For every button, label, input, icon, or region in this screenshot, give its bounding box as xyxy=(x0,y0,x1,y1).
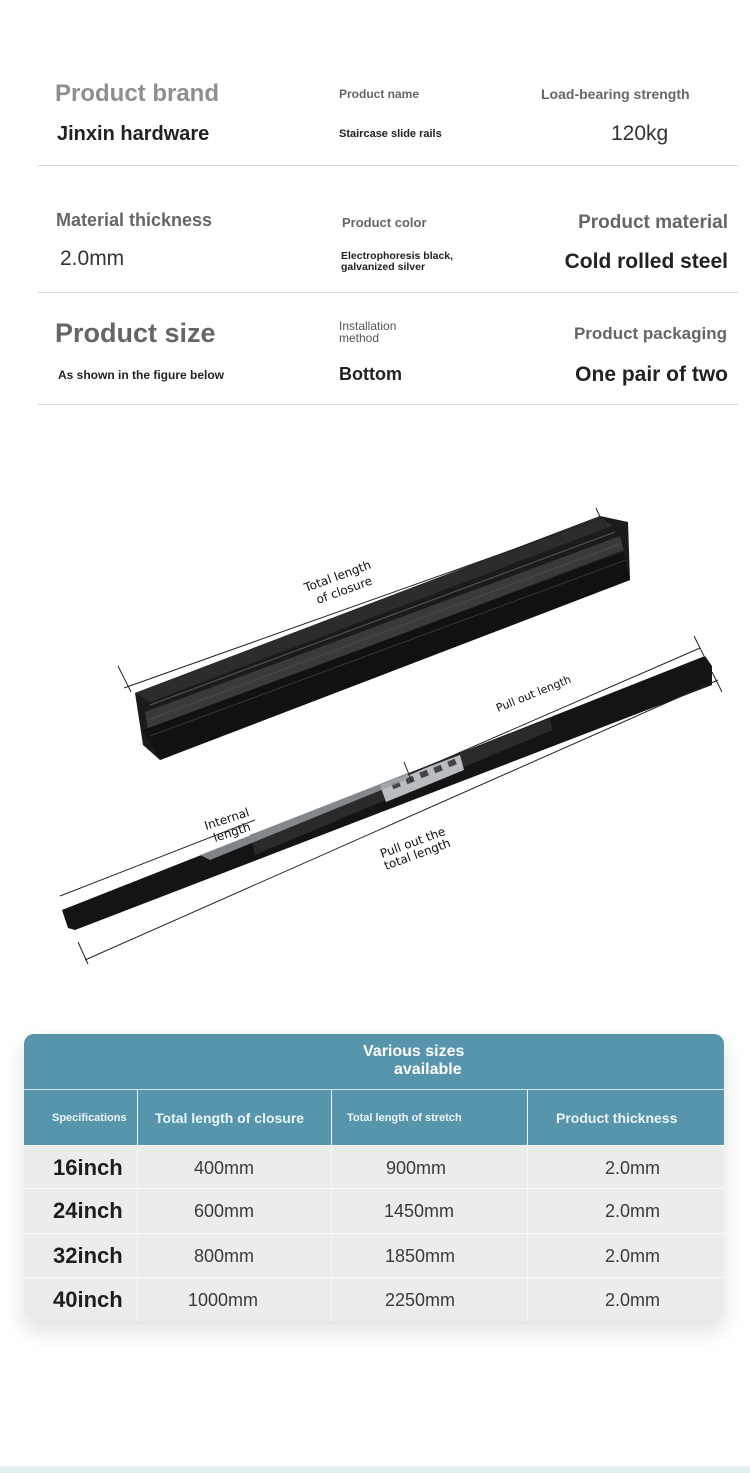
table-row: 32inch 800mm 1850mm 2.0mm xyxy=(24,1233,724,1277)
slide-rail-diagram: Total length of closure Pull out length … xyxy=(59,507,723,965)
cell-spec: 40inch xyxy=(53,1287,123,1312)
table-row: 16inch 400mm 900mm 2.0mm xyxy=(24,1145,724,1189)
cell-thickness: 2.0mm xyxy=(605,1245,661,1266)
closed-rail-image xyxy=(135,516,630,760)
label-installation-line1: Installation xyxy=(339,319,397,333)
label-product-packaging: Product packaging xyxy=(573,324,727,343)
cell-stretch: 1850mm xyxy=(385,1245,456,1266)
cell-thickness: 2.0mm xyxy=(605,1200,661,1221)
value-material-thickness: 2.0mm xyxy=(60,247,125,270)
table-row: 40inch 1000mm 2250mm 2.0mm xyxy=(24,1277,724,1321)
cell-stretch: 900mm xyxy=(386,1157,447,1178)
value-product-color: Electrophoresis black, galvanized silver xyxy=(341,251,453,273)
value-product-material: Cold rolled steel xyxy=(564,250,728,273)
label-load-bearing: Load-bearing strength xyxy=(541,86,690,102)
value-product-color-line1: Electrophoresis black, xyxy=(341,250,454,262)
cell-closure: 1000mm xyxy=(188,1289,259,1310)
label-material-thickness: Material thickness xyxy=(56,210,213,230)
value-product-name: Staircase slide rails xyxy=(339,128,442,140)
label-product-color: Product color xyxy=(342,215,427,230)
table-row: 24inch 600mm 1450mm 2.0mm xyxy=(24,1188,724,1232)
size-table-title: Various sizes available xyxy=(24,1034,724,1090)
product-dimension-figure: Total length of closure Pull out length … xyxy=(0,440,750,1000)
cell-spec: 16inch xyxy=(53,1155,123,1180)
value-product-size: As shown in the figure below xyxy=(58,368,225,382)
label-product-name: Product name xyxy=(339,87,420,101)
cell-stretch: 1450mm xyxy=(384,1200,455,1221)
size-table-header: Specifications Total length of closure T… xyxy=(24,1090,724,1145)
size-table: Various sizes available Specifications T… xyxy=(24,1034,724,1321)
spec-row-2: Material thickness 2.0mm Product color E… xyxy=(38,166,738,293)
cell-closure: 400mm xyxy=(194,1157,255,1178)
label-product-brand: Product brand xyxy=(55,80,220,107)
col-thickness: Product thickness xyxy=(556,1109,678,1126)
pull-out-dimension xyxy=(403,635,705,783)
label-product-size: Product size xyxy=(55,318,216,348)
spec-row-3: Product size As shown in the figure belo… xyxy=(38,293,738,405)
value-product-packaging: One pair of two xyxy=(575,363,728,386)
value-product-color-line2: galvanized silver xyxy=(341,261,426,273)
cell-spec: 24inch xyxy=(53,1198,123,1223)
cell-thickness: 2.0mm xyxy=(605,1157,661,1178)
spec-row-1: Product brand Jinxin hardware Product na… xyxy=(38,60,738,166)
col-specifications: Specifications xyxy=(52,1111,127,1124)
col-closure: Total length of closure xyxy=(155,1109,305,1126)
value-load-bearing: 120kg xyxy=(611,122,669,145)
closure-dimension xyxy=(117,507,607,693)
value-product-brand: Jinxin hardware xyxy=(57,123,210,145)
label-installation-line2: method xyxy=(339,331,380,345)
bottom-strip xyxy=(0,1466,750,1473)
size-table-title-line1: Various sizes xyxy=(363,1043,465,1060)
label-product-material: Product material xyxy=(578,212,728,233)
col-divider xyxy=(527,1090,528,1321)
col-divider xyxy=(331,1090,332,1321)
total-length-dimension xyxy=(77,671,723,965)
extended-rail-image xyxy=(62,656,712,930)
cell-stretch: 2250mm xyxy=(385,1289,456,1310)
cell-closure: 800mm xyxy=(194,1245,255,1266)
cell-spec: 32inch xyxy=(53,1243,123,1268)
size-table-title-line2: available xyxy=(394,1061,462,1078)
value-installation-method: Bottom xyxy=(339,364,402,384)
internal-dimension xyxy=(59,819,256,897)
col-divider xyxy=(137,1090,138,1321)
label-installation-method: Installation method xyxy=(339,320,396,344)
cell-closure: 600mm xyxy=(194,1200,255,1221)
col-stretch: Total length of stretch xyxy=(347,1111,462,1124)
cell-thickness: 2.0mm xyxy=(605,1289,661,1310)
